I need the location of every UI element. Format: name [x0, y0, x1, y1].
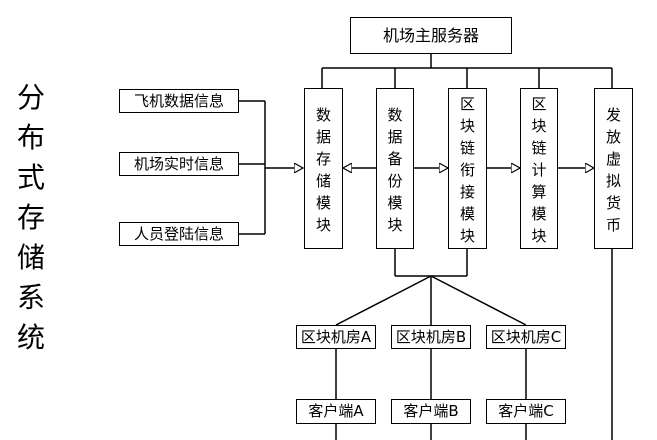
module-label: 数据备份模块 [387, 105, 403, 234]
module-label: 数据存储模块 [315, 105, 331, 234]
client-label: 客户端B [403, 402, 459, 420]
module-blockchain-compute: 区块链计算模块 [520, 88, 558, 249]
client-c: 客户端C [486, 399, 566, 424]
line-hub-room-c [430, 275, 527, 326]
client-a: 客户端A [296, 399, 376, 424]
line-hub-room-a [335, 275, 432, 326]
main-server-box: 机场主服务器 [350, 17, 512, 54]
client-label: 客户端C [498, 402, 554, 420]
module-label: 区块链计算模块 [531, 94, 547, 245]
block-room-label: 区块机房B [395, 327, 467, 346]
input-box-flight-data: 飞机数据信息 [119, 89, 239, 113]
module-blockchain-link: 区块链衔接模块 [448, 88, 487, 249]
client-label: 客户端A [308, 402, 364, 420]
input-box-airport-realtime: 机场实时信息 [119, 152, 239, 176]
input-label: 机场实时信息 [133, 154, 224, 173]
module-data-backup: 数据备份模块 [376, 88, 414, 249]
block-room-c: 区块机房C [486, 325, 566, 349]
block-room-label: 区块机房C [490, 327, 562, 346]
input-box-personnel-login: 人员登陆信息 [119, 222, 239, 246]
client-b: 客户端B [391, 399, 471, 424]
block-room-label: 区块机房A [300, 327, 372, 346]
module-data-storage: 数据存储模块 [304, 88, 343, 249]
module-label: 区块链衔接模块 [459, 94, 475, 245]
module-label: 发放虚拟货币 [605, 105, 621, 234]
side-title: 分布式存储系统 [16, 81, 45, 354]
input-label: 人员登陆信息 [133, 224, 224, 243]
main-server-label: 机场主服务器 [382, 25, 479, 45]
block-room-a: 区块机房A [296, 325, 376, 349]
input-label: 飞机数据信息 [133, 91, 224, 110]
block-room-b: 区块机房B [391, 325, 471, 349]
module-issue-virtual-currency: 发放虚拟货币 [594, 88, 633, 249]
